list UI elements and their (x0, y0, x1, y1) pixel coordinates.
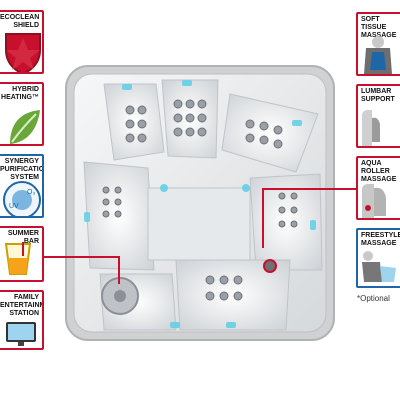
uv-label: UV (9, 203, 19, 210)
feature-title: AQUA ROLLER MASSAGE (361, 160, 397, 183)
roller-icon (362, 184, 386, 218)
leaf-icon (10, 110, 40, 144)
drink-icon (4, 242, 32, 275)
feature-title: LUMBAR SUPPORT (361, 88, 395, 103)
o3-label: O₃ (27, 189, 35, 196)
purification-icon: UV O₃ (3, 181, 41, 216)
feature-title: SOFT TISSUE MASSAGE (361, 16, 397, 39)
feature-tile-ecoclean-shield: ECOCLEAN SHIELD (0, 10, 44, 74)
summer-bar-connector-drop (118, 256, 120, 284)
feature-title: FAMILY ENTERTAINMENT STATION (0, 294, 42, 317)
feature-title: SUMMER BAR (7, 230, 39, 245)
feature-tile-freestyle-massage: FREESTYLE MASSAGE (356, 228, 400, 288)
feature-tile-aqua-roller-massage: AQUA ROLLER MASSAGE (356, 156, 400, 220)
feature-tile-soft-tissue-massage: SOFT TISSUE MASSAGE (356, 12, 400, 76)
feature-title: FREESTYLE MASSAGE (361, 232, 400, 247)
feature-tile-summer-bar: SUMMER BAR (0, 226, 44, 282)
shield-icon (5, 33, 41, 72)
aqua-roller-connector-drop (262, 188, 264, 248)
feature-title: HYBRID HEATING™ (1, 86, 39, 101)
tv-icon (6, 322, 36, 346)
feature-tile-family-entertainment: FAMILY ENTERTAINMENT STATION (0, 290, 44, 350)
feature-tile-lumbar-support: LUMBAR SUPPORT (356, 84, 400, 148)
feature-title: ECOCLEAN SHIELD (0, 14, 40, 29)
feature-tile-synergy-purification: SYNERGY PURIFICATION SYSTEM UV O₃ (0, 154, 44, 218)
optional-note: *Optional (357, 294, 390, 303)
spa-tub (65, 65, 335, 341)
massage-icon (364, 36, 392, 74)
summer-bar-connector (44, 256, 120, 258)
freestyle-icon (362, 251, 396, 282)
feature-tile-hybrid-heating: HYBRID HEATING™ (0, 82, 44, 146)
lumbar-icon (362, 110, 380, 146)
feature-title: SYNERGY PURIFICATION SYSTEM (0, 158, 44, 181)
aqua-roller-connector (262, 188, 358, 190)
